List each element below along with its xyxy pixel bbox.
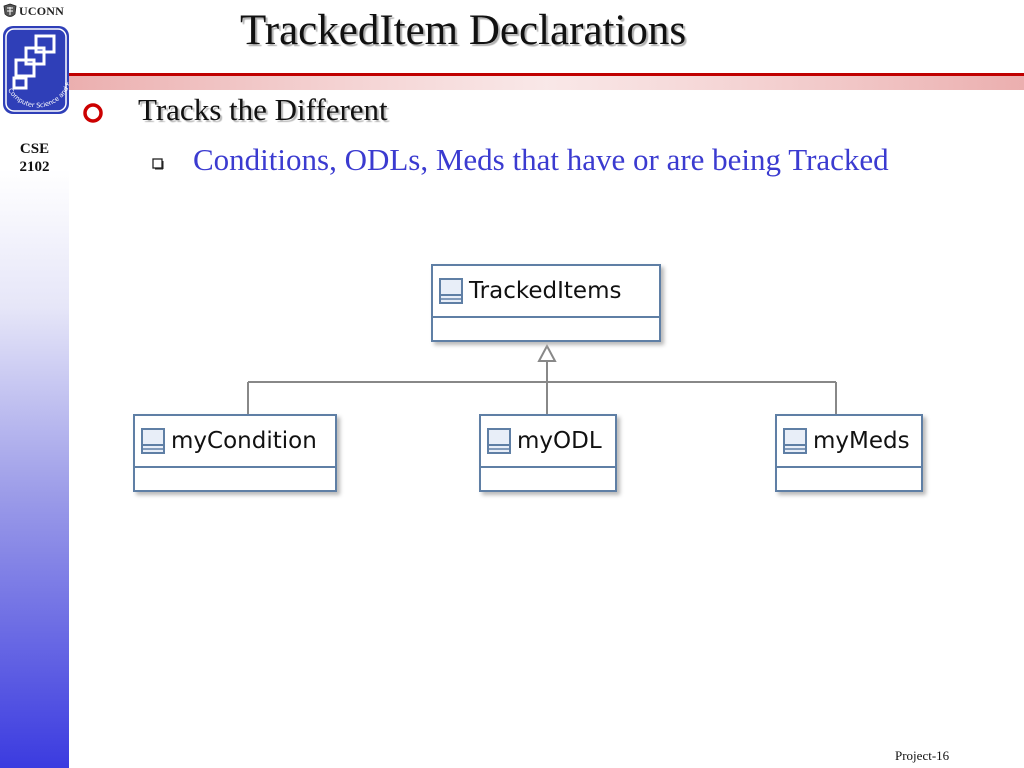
uml-class-diagram: TrackedItems myCondition myODL bbox=[125, 258, 945, 508]
class-name: myODL bbox=[517, 428, 602, 454]
course-code-line1: CSE bbox=[19, 141, 50, 157]
ring-bullet-icon bbox=[83, 103, 103, 123]
page-number: Project-16 bbox=[895, 748, 950, 763]
bullet-level1: Tracks the Different bbox=[138, 92, 388, 127]
class-tracked-items: TrackedItems bbox=[431, 264, 661, 342]
class-my-condition: myCondition bbox=[133, 414, 337, 492]
class-icon bbox=[783, 428, 807, 454]
cse-logo-icon: Computer Science and Engineering bbox=[0, 24, 72, 114]
inheritance-connectors bbox=[247, 343, 837, 414]
uconn-label: UCONN bbox=[19, 3, 64, 18]
class-name: TrackedItems bbox=[469, 278, 622, 304]
course-code: CSE 2102 bbox=[0, 140, 69, 176]
class-my-odl: myODL bbox=[479, 414, 617, 492]
class-icon bbox=[439, 278, 463, 304]
sidebar: UCONN Computer Science and Engineering C… bbox=[0, 0, 72, 768]
square-bullet-icon bbox=[152, 158, 164, 170]
title-rule bbox=[69, 73, 1024, 90]
class-icon bbox=[487, 428, 511, 454]
course-code-line2: 2102 bbox=[19, 159, 50, 175]
uconn-header: UCONN bbox=[3, 3, 64, 19]
bullet-level2: Conditions, ODLs, Meds that have or are … bbox=[193, 142, 889, 177]
slide-title: TrackedItem Declarations bbox=[240, 7, 687, 54]
uconn-seal-icon bbox=[3, 3, 17, 17]
generalization-arrowhead bbox=[537, 343, 557, 362]
class-my-meds: myMeds bbox=[775, 414, 923, 492]
class-icon bbox=[141, 428, 165, 454]
class-name: myMeds bbox=[813, 428, 910, 454]
class-name: myCondition bbox=[171, 428, 317, 454]
